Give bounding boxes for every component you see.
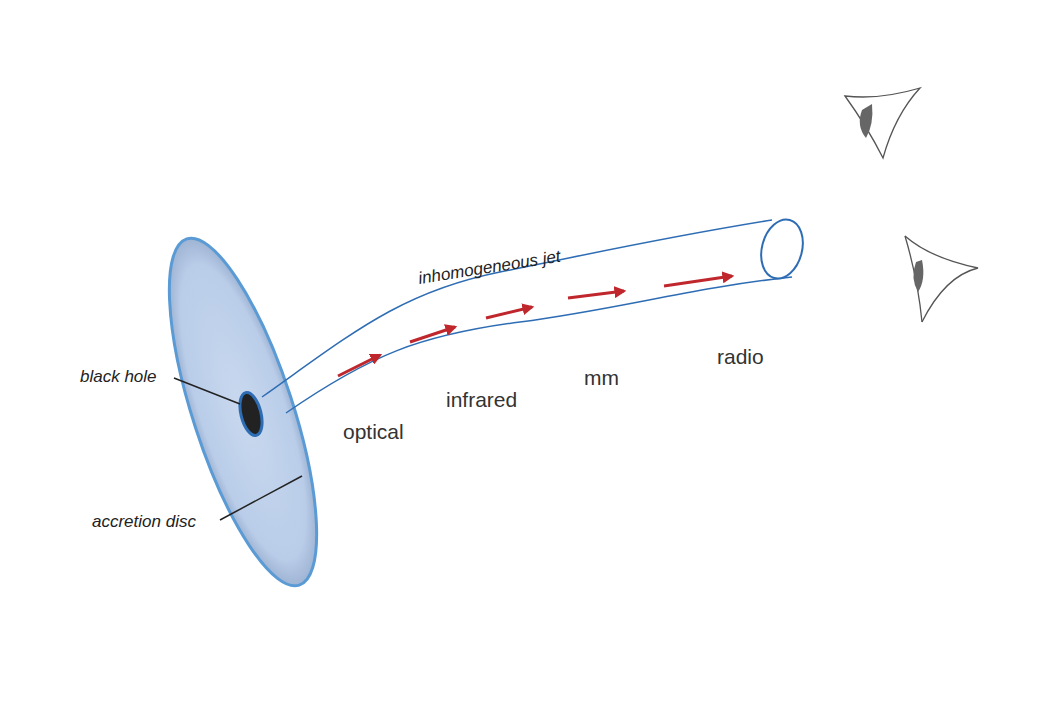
jet-edge — [286, 277, 792, 413]
part-label: inhomogeneous jet — [417, 248, 562, 289]
leader-line — [220, 476, 302, 520]
observer-eye — [845, 88, 978, 322]
jet-edge — [262, 220, 772, 397]
leader-line — [174, 378, 240, 404]
band-label: mm — [584, 366, 619, 389]
jet-end — [755, 215, 809, 283]
black-hole — [236, 390, 266, 438]
part-label: black hole — [80, 368, 157, 387]
flow-arrows — [338, 276, 732, 376]
part-label: accretion disc — [92, 513, 196, 532]
accretion-disc — [139, 223, 347, 600]
band-label: optical — [343, 420, 404, 443]
band-label: infrared — [446, 388, 517, 411]
band-label: radio — [717, 345, 764, 368]
